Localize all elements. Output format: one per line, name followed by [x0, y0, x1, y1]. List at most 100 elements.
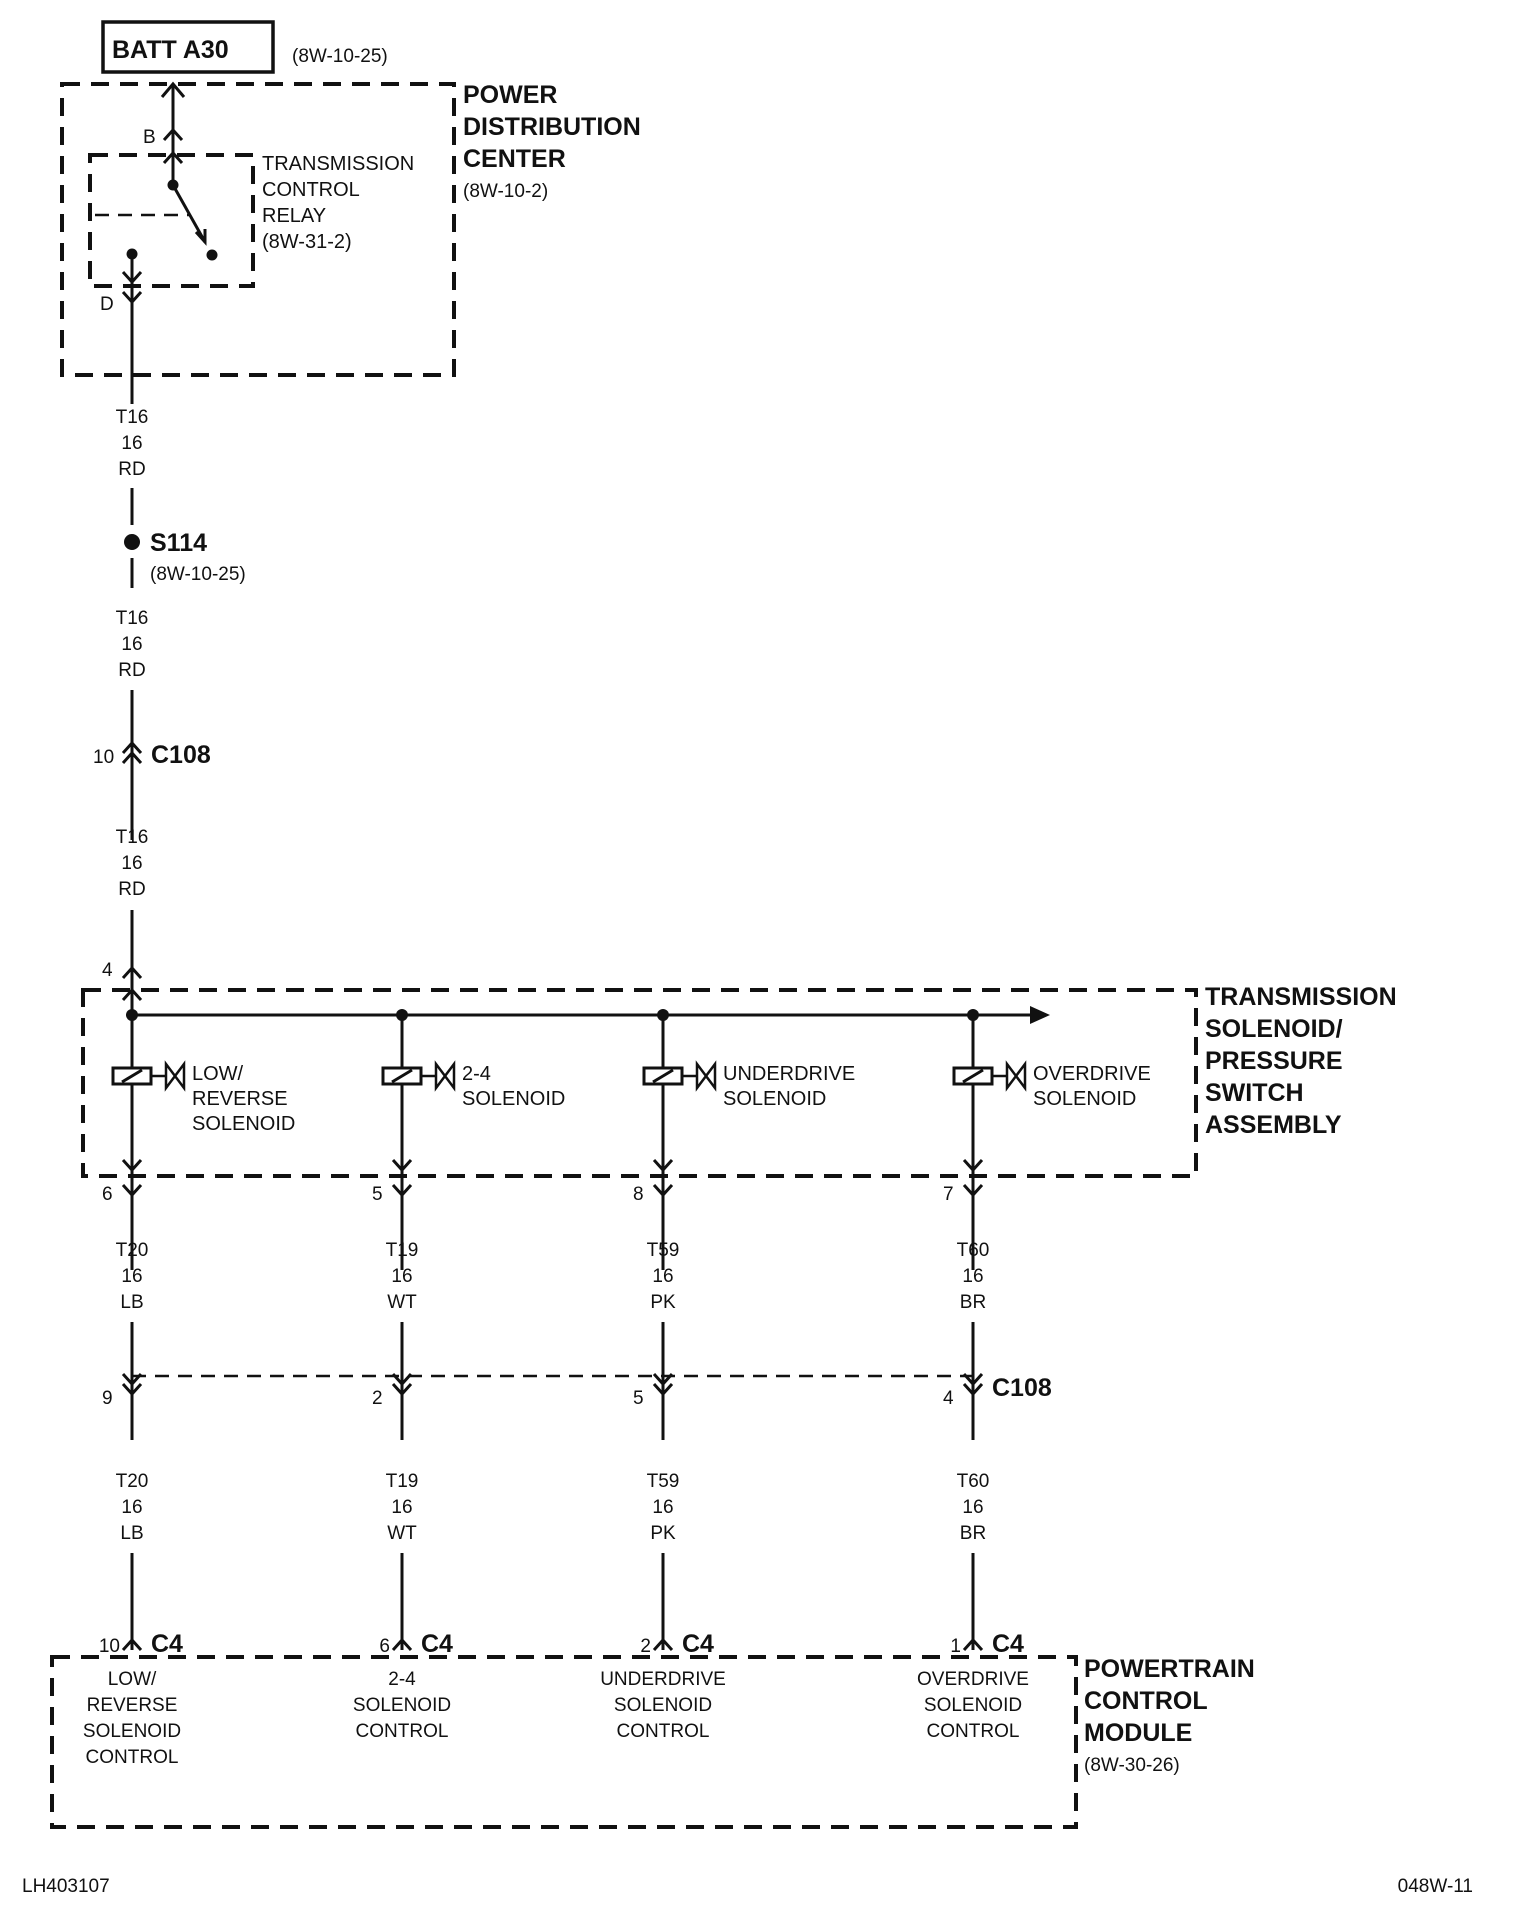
- pdc-ref: (8W-10-2): [463, 181, 548, 202]
- wire-2-color: RD: [118, 660, 145, 681]
- relay-label-2: CONTROL: [262, 179, 360, 201]
- c108-top-id: C108: [151, 741, 211, 769]
- pcm-function-line: SOLENOID: [353, 1695, 451, 1716]
- solenoid-out-pin-connector: [121, 1183, 143, 1198]
- pcm-pin-connector: [962, 1637, 984, 1652]
- pcm-connector-id: C4: [682, 1630, 714, 1658]
- solenoid-out-pin-connector: [962, 1183, 984, 1198]
- splice-s114-dot: [124, 534, 140, 550]
- pcm-pin-connector: [391, 1637, 413, 1652]
- solenoid-valve-icon: [434, 1060, 456, 1092]
- solenoid-exit-arrow: [391, 1158, 413, 1173]
- c108-bottom-male: [121, 1382, 143, 1397]
- solenoid-name-line: SOLENOID: [1033, 1088, 1136, 1110]
- solenoid-coil-slash: [121, 1068, 143, 1084]
- wire-circuit-lower: T20: [116, 1471, 149, 1492]
- wire-gauge-upper: 16: [962, 1266, 983, 1287]
- wire-1-gauge: 16: [121, 433, 142, 454]
- pdc-title-2: DISTRIBUTION: [463, 113, 641, 141]
- pcm-connector-id: C4: [992, 1630, 1024, 1658]
- c108-bottom-pin-label: 4: [943, 1388, 954, 1409]
- pcm-pin-label: 2: [640, 1636, 651, 1657]
- pcm-pin-label: 10: [99, 1636, 120, 1657]
- battery-ref: (8W-10-25): [292, 46, 388, 67]
- wire-gauge-upper: 16: [391, 1266, 412, 1287]
- relay-label-4: (8W-31-2): [262, 231, 352, 253]
- pcm-ref: (8W-30-26): [1084, 1755, 1180, 1776]
- pcm-title-1: POWERTRAIN: [1084, 1655, 1255, 1683]
- battery-box: [101, 20, 275, 74]
- solenoid-coil-slash: [391, 1068, 413, 1084]
- tsps-entry-arrow: [121, 987, 143, 1002]
- pcm-function-line: CONTROL: [927, 1721, 1020, 1742]
- c108-bottom-female: [962, 1372, 984, 1387]
- tsps-pin-4-connector: [121, 965, 143, 980]
- c108-bottom-male: [652, 1382, 674, 1397]
- wire-circuit-upper: T20: [116, 1240, 149, 1261]
- tsps-pin-4-label: 4: [102, 960, 113, 981]
- pin-b-label: B: [143, 127, 156, 148]
- pcm-function-line: CONTROL: [617, 1721, 710, 1742]
- solenoid-out-pin-connector: [391, 1183, 413, 1198]
- wire-circuit-upper: T19: [386, 1240, 419, 1261]
- solenoid-out-pin-connector: [652, 1183, 674, 1198]
- c108-bottom-female: [121, 1372, 143, 1387]
- wire-circuit-lower: T19: [386, 1471, 419, 1492]
- solenoid-coil-slash: [962, 1068, 984, 1084]
- pcm-function-line: SOLENOID: [83, 1721, 181, 1742]
- pcm-function-line: OVERDRIVE: [917, 1669, 1029, 1690]
- solenoid-name-line: 2-4: [462, 1063, 491, 1085]
- wire-color-upper: BR: [960, 1292, 986, 1313]
- wire-3-color: RD: [118, 879, 145, 900]
- wire-circuit-lower: T59: [647, 1471, 680, 1492]
- c108-bottom-pin-label: 2: [372, 1388, 383, 1409]
- solenoid-name-line: OVERDRIVE: [1033, 1063, 1151, 1085]
- wire-1-color: RD: [118, 459, 145, 480]
- pcm-function-line: SOLENOID: [924, 1695, 1022, 1716]
- wire-circuit-upper: T60: [957, 1240, 990, 1261]
- pcm-boundary: [50, 1655, 1078, 1829]
- relay-arm-arrow: [194, 229, 207, 246]
- pcm-pin-label: 1: [950, 1636, 961, 1657]
- pcm-function-line: REVERSE: [87, 1695, 178, 1716]
- solenoid-out-pin-label: 5: [372, 1184, 383, 1205]
- c108-top-pin: 10: [93, 747, 114, 768]
- wire-circuit-upper: T59: [647, 1240, 680, 1261]
- solenoid-exit-arrow: [962, 1158, 984, 1173]
- wire-gauge-upper: 16: [652, 1266, 673, 1287]
- c108-bottom-female: [652, 1372, 674, 1387]
- pdc-title-1: POWER: [463, 81, 557, 109]
- solenoid-out-pin-label: 7: [943, 1184, 954, 1205]
- c108-bottom-female: [391, 1372, 413, 1387]
- pcm-title-2: CONTROL: [1084, 1687, 1208, 1715]
- pin-b-connector: [162, 127, 184, 142]
- wire-3-gauge: 16: [121, 853, 142, 874]
- wire-color-lower: LB: [120, 1523, 143, 1544]
- splice-ref: (8W-10-25): [150, 564, 246, 585]
- solenoid-valve-icon: [1005, 1060, 1027, 1092]
- pdc-title-3: CENTER: [463, 145, 566, 173]
- splice-id: S114: [150, 529, 207, 557]
- tsps-boundary: [81, 988, 1198, 1178]
- solenoid-exit-arrow: [121, 1158, 143, 1173]
- solenoid-coil-slash: [652, 1068, 674, 1084]
- wire-gauge-lower: 16: [962, 1497, 983, 1518]
- tsps-title-1: TRANSMISSION: [1205, 983, 1397, 1011]
- c108-top-female: [121, 750, 143, 765]
- pcm-title-3: MODULE: [1084, 1719, 1192, 1747]
- wire-circuit-lower: T60: [957, 1471, 990, 1492]
- solenoid-exit-arrow: [652, 1158, 674, 1173]
- wire-color-upper: WT: [387, 1292, 417, 1313]
- solenoid-valve-icon: [695, 1060, 717, 1092]
- relay-boundary: [88, 153, 255, 288]
- solenoid-valve-icon: [164, 1060, 186, 1092]
- relay-label-3: RELAY: [262, 205, 326, 227]
- relay-switch-arm: [171, 184, 207, 243]
- batt-arrow: [160, 81, 186, 98]
- solenoid-column-1: [111, 1009, 186, 1650]
- footer-left: LH403107: [22, 1876, 110, 1897]
- pcm-function-line: CONTROL: [86, 1747, 179, 1768]
- pcm-pin-connector: [121, 1637, 143, 1652]
- c108-bottom-male: [391, 1382, 413, 1397]
